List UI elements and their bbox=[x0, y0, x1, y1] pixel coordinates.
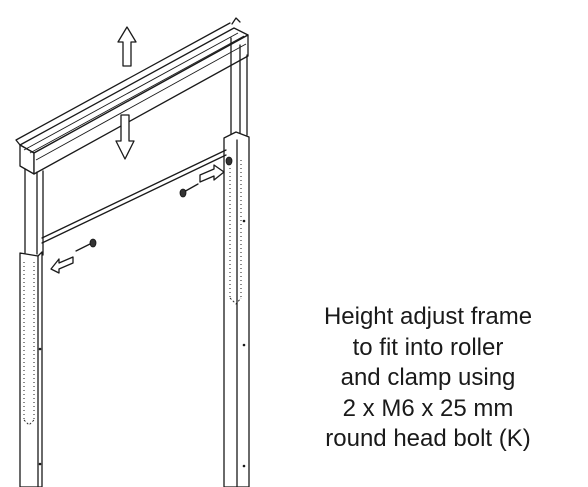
arrow-left-icon bbox=[50, 256, 74, 274]
arrow-up-icon bbox=[117, 26, 137, 67]
arrow-right-icon bbox=[199, 164, 225, 183]
left-upright-lower bbox=[19, 251, 43, 487]
cross-rod bbox=[41, 149, 227, 244]
bolt-icon bbox=[179, 183, 199, 198]
roller-channel bbox=[15, 17, 249, 175]
bolt-icon bbox=[225, 156, 233, 166]
arrow-down-icon bbox=[115, 114, 135, 160]
left-upright-upper bbox=[24, 168, 44, 256]
instruction-caption: Height adjust frame to fit into roller a… bbox=[268, 302, 588, 455]
caption-line: to fit into roller bbox=[352, 333, 504, 361]
right-upright bbox=[223, 37, 250, 487]
caption-line: round head bolt (K) bbox=[325, 425, 531, 452]
caption-line: Height adjust frame bbox=[323, 303, 533, 330]
caption-line: 2 x M6 x 25 mm bbox=[342, 394, 514, 422]
caption-line: and clamp using bbox=[340, 364, 516, 391]
bolt-icon bbox=[75, 238, 97, 252]
